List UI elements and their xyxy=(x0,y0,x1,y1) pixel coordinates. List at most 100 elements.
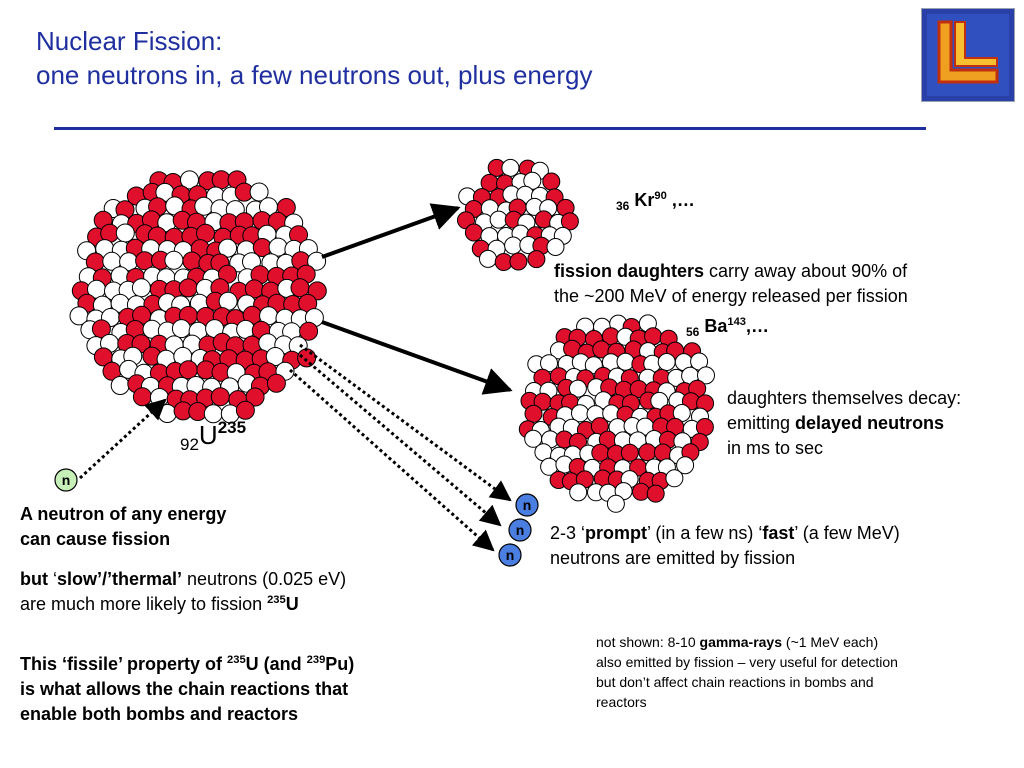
nucleon xyxy=(665,469,684,488)
nucleon xyxy=(235,400,255,420)
lab-logo-icon xyxy=(921,8,1015,102)
arrow-to-krypton xyxy=(321,203,461,259)
nucleon xyxy=(504,236,523,255)
uranium-mass-number: 235 xyxy=(217,418,247,437)
fission-daughters-term: fission daughters xyxy=(554,261,705,281)
gamma-rays-note: not shown: 8-10 gamma-rays (~1 MeV each)… xyxy=(596,632,898,712)
text-line: neutrons are emitted by fission xyxy=(550,548,796,568)
barium-label: 56 Ba143,… xyxy=(686,314,769,341)
text-span: carry away about 90% of xyxy=(704,261,908,281)
nucleon xyxy=(171,319,191,339)
nucleon xyxy=(131,278,151,298)
text-line: in ms to sec xyxy=(727,438,824,458)
text-span: ’ (in a few ns) ‘ xyxy=(647,523,763,543)
prompt-neutrons-text: 2-3 ‘prompt’ (in a few ns) ‘fast’ (a few… xyxy=(550,521,900,571)
nucleon xyxy=(115,223,135,243)
emitted-neutron: n xyxy=(508,518,532,542)
prompt-neutron-path-3 xyxy=(289,368,495,552)
nucleon xyxy=(479,249,497,268)
text-line: the ~200 MeV of energy released per fiss… xyxy=(554,286,908,306)
delayed-neutrons-text: daughters themselves decay: emitting del… xyxy=(727,386,961,461)
text-span: U (and xyxy=(245,654,307,674)
text-span: but xyxy=(20,569,48,589)
gamma-rays-term: gamma-rays xyxy=(699,634,783,650)
nucleon xyxy=(218,238,238,258)
nucleon xyxy=(569,483,588,502)
text-line: but don’t affect chain reactions in bomb… xyxy=(596,674,874,690)
text-span: (~1 MeV each) xyxy=(782,634,879,650)
text-span: 2-3 ‘ xyxy=(550,523,586,543)
nucleon xyxy=(157,404,177,423)
nucleon xyxy=(299,321,319,341)
fissile-property-text: This ‘fissile’ property of 235U (and 239… xyxy=(20,652,354,727)
nucleon xyxy=(657,353,676,371)
mass-number: 235 xyxy=(227,654,246,666)
nucleon xyxy=(695,418,714,436)
emitted-neutron: n xyxy=(515,493,539,517)
nucleon xyxy=(266,373,286,393)
nucleon xyxy=(638,443,657,462)
nucleon xyxy=(464,223,483,242)
fast-term: fast xyxy=(762,523,795,543)
nucleon xyxy=(527,250,546,269)
text-span: are much more likely to fission xyxy=(20,594,268,614)
nucleon xyxy=(644,327,663,346)
nucleon xyxy=(653,443,672,462)
nucleon xyxy=(132,387,152,407)
text-span: This ‘fissile’ property of xyxy=(20,654,228,674)
barium-atomic-number: 56 xyxy=(686,325,700,340)
krypton-suffix: ,… xyxy=(666,190,695,210)
text-span: not shown: 8-10 xyxy=(596,634,700,650)
page-subtitle: one neutrons in, a few neutrons out, plu… xyxy=(36,60,593,90)
nucleon xyxy=(489,210,508,229)
nucleon xyxy=(210,387,230,407)
nucleon xyxy=(616,352,635,371)
neutron-label: n xyxy=(523,497,532,513)
thermal-neutrons-text: but ‘slow’/’thermal’ neutrons (0.025 eV)… xyxy=(20,567,346,617)
text-span: neutrons (0.025 eV) xyxy=(182,569,347,589)
text-line: daughters themselves decay: xyxy=(727,388,962,408)
title-underline xyxy=(54,127,926,130)
nucleon xyxy=(307,251,327,271)
nucleon xyxy=(245,387,265,407)
text-span: Pu) xyxy=(325,654,355,674)
krypton-atomic-number: 36 xyxy=(616,199,630,214)
nucleon xyxy=(211,170,231,190)
text-line: enable both bombs and reactors xyxy=(20,704,299,724)
text-span: ‘ xyxy=(47,569,57,589)
barium-mass-number: 143 xyxy=(727,316,747,328)
text-span: ’ (a few MeV) xyxy=(794,523,900,543)
krypton-label: 36 Kr90 ,… xyxy=(616,188,695,215)
prompt-neutron-path-1 xyxy=(299,343,512,502)
mass-number: 239 xyxy=(306,654,326,666)
arrow-to-barium xyxy=(321,320,513,395)
barium-daughter-nucleus xyxy=(518,314,715,513)
text-line: can cause fission xyxy=(20,529,171,549)
nucleon xyxy=(546,238,565,256)
krypton-daughter-nucleus xyxy=(457,158,579,271)
nucleon xyxy=(178,360,198,380)
uranium-atomic-number: 92 xyxy=(180,434,199,454)
nucleon xyxy=(290,278,310,298)
nucleon xyxy=(110,376,130,395)
uranium-symbol: U xyxy=(285,594,299,614)
text-line: also emitted by fission – very useful fo… xyxy=(596,654,898,670)
nucleon xyxy=(620,443,639,462)
nucleon xyxy=(249,182,269,202)
nucleon xyxy=(194,196,214,216)
uranium-label: 92U235 xyxy=(180,418,247,454)
delayed-neutrons-term: delayed neutrons xyxy=(795,413,945,433)
nucleon xyxy=(509,252,528,271)
emitted-neutron: n xyxy=(498,543,522,567)
fission-daughters-text: fission daughters carry away about 90% o… xyxy=(554,259,908,309)
nucleon xyxy=(697,366,715,385)
slow-thermal-term: slow’/’thermal’ xyxy=(56,569,183,589)
uranium-symbol: U xyxy=(198,420,218,450)
prompt-term: prompt xyxy=(585,523,648,543)
barium-suffix: ,… xyxy=(746,316,770,336)
mass-number: 235 xyxy=(267,594,286,606)
nucleon xyxy=(606,494,625,513)
barium-symbol: Ba xyxy=(704,316,728,336)
nucleon xyxy=(501,158,520,177)
nucleon xyxy=(646,484,665,503)
